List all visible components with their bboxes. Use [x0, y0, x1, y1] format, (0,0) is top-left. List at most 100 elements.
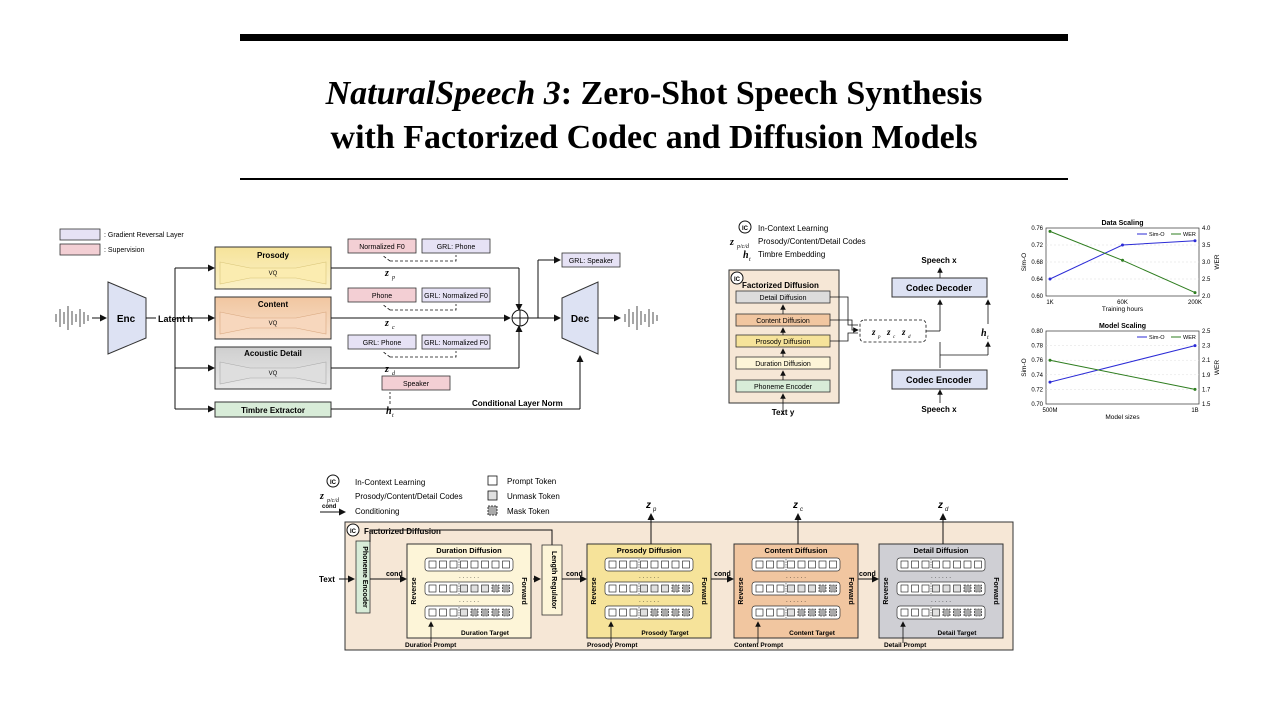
token: [629, 584, 638, 593]
token-row: [604, 557, 694, 572]
ic-frame-icon: [346, 523, 360, 537]
y2-tick-label: 2.3: [1202, 344, 1211, 350]
phone-box: [347, 287, 417, 303]
token: [942, 584, 951, 593]
zp-label: z: [384, 268, 389, 279]
token: [818, 560, 827, 569]
content-diffusion-label: Content Diffusion: [756, 318, 810, 325]
token: [640, 584, 648, 593]
token: [491, 560, 500, 569]
token: [808, 560, 816, 569]
token: [755, 608, 764, 617]
token: [481, 608, 489, 617]
ellipsis: · · · · · ·: [639, 599, 659, 605]
ellipsis: · · · · · ·: [639, 575, 659, 581]
y2-tick-label: 1.7: [1202, 387, 1211, 393]
legend-entry: WER: [1183, 232, 1196, 238]
cond-label-3: cond: [714, 571, 731, 578]
token: [776, 584, 785, 593]
token: [460, 584, 468, 593]
text-input-label: Text: [319, 575, 335, 584]
reverse-label: Reverse: [591, 577, 598, 604]
token: [491, 584, 500, 593]
token: [797, 608, 806, 617]
reverse-label: Reverse: [738, 577, 745, 604]
factorized-diffusion-frame-title: Factorized Diffusion: [364, 527, 441, 536]
ic-panel-icon: [730, 271, 744, 285]
token: [911, 584, 919, 593]
grl-phone-box-2: [347, 334, 417, 350]
token: [787, 560, 795, 569]
grl-nf0-box-2: [421, 334, 491, 350]
ht-label: h: [386, 406, 392, 417]
speech-x-input: Speech x: [921, 405, 957, 414]
data-scaling-chart: Data Scaling0.760.720.680.640.604.03.53.…: [1021, 220, 1221, 313]
grl-phone-box-1: [421, 238, 491, 254]
token-row: [896, 557, 986, 572]
ic-panel-symbol: IC: [734, 277, 741, 283]
ic-legend-icon-2: [326, 474, 340, 488]
paper-title: NaturalSpeech 3: Zero-Shot Speech Synthe…: [240, 72, 1068, 160]
token: [671, 608, 680, 617]
codec-decoder-label: Codec Decoder: [906, 283, 973, 293]
series-point: [1193, 344, 1197, 348]
stage-output-symbol: z: [645, 500, 651, 511]
token: [787, 584, 795, 593]
y-tick-label: 0.80: [1031, 329, 1043, 335]
y-tick-label: 0.68: [1031, 260, 1043, 266]
y-tick-label: 0.74: [1031, 373, 1043, 379]
token: [619, 584, 627, 593]
token: [470, 608, 479, 617]
prosody-label: Prosody: [257, 251, 290, 260]
icl-legend-label: In-Context Learning: [758, 224, 828, 233]
normalized-f0-label: Normalized F0: [359, 244, 405, 251]
zp-sub: p: [391, 275, 395, 281]
series-point: [1121, 258, 1124, 262]
token: [682, 584, 690, 593]
chart-title: Data Scaling: [1101, 220, 1143, 227]
timbre-legend-sub: t: [749, 257, 751, 263]
series-point: [1193, 291, 1197, 295]
token: [428, 584, 437, 593]
token: [911, 560, 919, 569]
cond-layer-norm-label: Conditional Layer Norm: [472, 399, 563, 408]
legend-grl-label: : Gradient Reversal Layer: [104, 232, 184, 239]
token: [629, 560, 638, 569]
token: [481, 560, 489, 569]
series-point: [1193, 239, 1197, 243]
y-axis-label: Sim-O: [1021, 253, 1028, 271]
codes-zp-sub: p: [877, 335, 881, 340]
stage-output-sub: d: [945, 507, 949, 513]
grl-speaker-box: [561, 252, 621, 268]
decoder-label: Dec: [571, 314, 590, 325]
ic-frame-symbol: IC: [350, 529, 357, 535]
token: [650, 584, 659, 593]
input-waveform: [55, 306, 89, 330]
token: [661, 608, 669, 617]
grl-nf0-label-1: GRL: Normalized F0: [424, 293, 488, 300]
forward-label: Forward: [700, 577, 707, 605]
zd-label: z: [384, 364, 389, 375]
token: [661, 560, 669, 569]
y2-tick-label: 3.0: [1202, 260, 1211, 266]
reverse-label: Reverse: [883, 577, 890, 604]
icl-legend-label-2: In-Context Learning: [355, 478, 425, 487]
stage-output-sub: c: [800, 507, 803, 513]
zc-label: z: [384, 318, 389, 329]
stage-title: Prosody Diffusion: [617, 546, 682, 555]
token: [491, 608, 500, 617]
series-point: [1121, 243, 1124, 247]
stage-target-label: Detail Target: [938, 630, 978, 637]
series-point: [1048, 277, 1052, 281]
token: [921, 584, 930, 593]
token: [449, 584, 458, 593]
token: [640, 560, 648, 569]
y2-tick-label: 2.0: [1202, 294, 1211, 300]
grl-phone-label-1: GRL: Phone: [437, 244, 476, 251]
token: [900, 608, 909, 617]
token: [460, 560, 468, 569]
token: [900, 560, 909, 569]
codes-legend-label: Prosody/Content/Detail Codes: [758, 237, 866, 246]
y2-axis-label: WER: [1214, 360, 1221, 375]
model-scaling-chart: Model Scaling0.800.780.760.740.720.702.5…: [1021, 323, 1221, 421]
